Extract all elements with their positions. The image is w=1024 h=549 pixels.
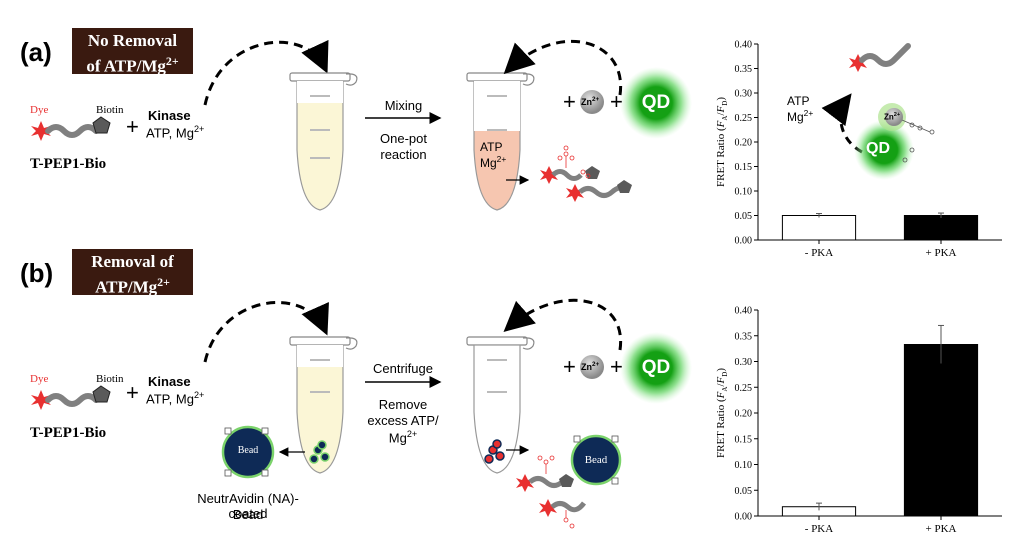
excess-label: excess ATP/ — [367, 413, 439, 428]
x-tick-label: + PKA — [926, 247, 957, 259]
peptide-chain — [45, 124, 99, 138]
banner-line2: of ATP/Mg2+ — [86, 54, 179, 76]
one-pot-label: One-pot — [380, 131, 427, 146]
zn-icon — [580, 90, 604, 114]
y-tick-label: 0.05 — [735, 211, 753, 222]
zn-label: Zn2+ — [581, 361, 600, 372]
bead-caption-2: Bead — [232, 507, 264, 522]
plus-sign: + — [126, 114, 139, 139]
y-tick-label: 0.30 — [735, 357, 753, 368]
bead-left — [221, 425, 275, 479]
curved-arrow — [203, 39, 329, 106]
panel-b-letter: (b) — [20, 258, 54, 288]
bead-label: Bead — [237, 445, 259, 456]
y-tick-label: 0.20 — [735, 138, 753, 149]
panel-a-letter: (a) — [20, 37, 52, 67]
return-arrow — [503, 39, 623, 96]
y-tick-label: 0.35 — [735, 64, 753, 75]
y-tick-label: 0.10 — [735, 187, 753, 198]
y-axis-label: FRET Ratio (FA/FD) — [715, 97, 729, 187]
peptide-b — [31, 385, 111, 410]
kinase-label: Kinase — [148, 374, 191, 389]
zn-icon — [580, 355, 604, 379]
mixing-label: Mixing — [384, 98, 423, 113]
plus-sign: + — [563, 89, 576, 114]
banner-line2: ATP/Mg2+ — [95, 275, 170, 297]
inset-atp-label: ATP — [787, 94, 810, 108]
banner-line1: Removal of — [91, 252, 174, 271]
kinase-label: Kinase — [148, 108, 191, 123]
inset-qd-label: QD — [866, 140, 890, 157]
plus-sign: + — [126, 380, 139, 405]
y-tick-label: 0.30 — [735, 89, 753, 100]
y-tick-label: 0.35 — [735, 331, 753, 342]
y-tick-label: 0.20 — [735, 409, 753, 420]
peptide-label: T-PEP1-Bio — [30, 156, 107, 172]
y-axis-label: FRET Ratio (FA/FD) — [715, 368, 729, 458]
y-tick-label: 0.25 — [735, 383, 753, 394]
bead-right — [516, 434, 622, 529]
x-tick-label: - PKA — [805, 523, 833, 535]
bar — [781, 215, 857, 241]
dye-star-icon — [31, 390, 51, 410]
remove-label: Remove — [378, 397, 428, 412]
chart-a: 0.00 0.05 0.10 0.15 0.20 0.25 0.30 0.35 0.40FRET… — [715, 40, 1002, 259]
tube-b1 — [289, 336, 358, 474]
inset-zn-label: Zn2+ — [884, 112, 901, 122]
chart-b: 0.00 0.05 0.10 0.15 0.20 0.25 0.30 0.35 0.40FRET… — [715, 306, 1002, 535]
bead-right-label: Bead — [584, 454, 608, 466]
panel-a-banner: No Removal of ATP/Mg2+ — [72, 28, 193, 76]
qd-glow-icon — [620, 67, 692, 139]
y-tick-label: 0.15 — [735, 162, 753, 173]
dye-label: Dye — [30, 373, 49, 385]
y-tick-label: 0.15 — [735, 434, 753, 445]
biotin-pentagon-icon — [92, 385, 111, 403]
tube-b2 — [466, 336, 535, 474]
mg-label: Mg2+ — [388, 429, 418, 446]
y-tick-label: 0.00 — [735, 236, 753, 247]
curved-arrow — [203, 301, 329, 363]
peptide-chain — [45, 393, 99, 407]
dye-star-icon — [31, 121, 51, 141]
peptide-label: T-PEP1-Bio — [30, 425, 107, 441]
reaction-label: reaction — [380, 147, 427, 162]
qd-glow-icon — [620, 332, 692, 404]
biotin-pentagon-icon — [92, 116, 111, 134]
y-tick-label: 0.40 — [735, 306, 753, 317]
y-tick-label: 0.10 — [735, 460, 753, 471]
inset-a — [821, 43, 935, 180]
x-tick-label: - PKA — [805, 247, 833, 259]
banner-line1: No Removal — [87, 31, 178, 50]
y-tick-label: 0.40 — [735, 40, 753, 51]
bar — [903, 344, 979, 517]
zn-label: Zn2+ — [581, 96, 600, 107]
tube-a2 — [466, 72, 535, 211]
tube-atp-label: ATP — [480, 140, 503, 154]
panel-b-banner: Removal of ATP/Mg2+ — [72, 249, 193, 297]
tube-mg-label: Mg2+ — [480, 154, 507, 170]
y-tick-label: 0.25 — [735, 113, 753, 124]
x-tick-label: + PKA — [926, 523, 957, 535]
peptide-a — [31, 116, 111, 141]
y-tick-label: 0.00 — [735, 512, 753, 523]
phospho-peptides-a — [506, 145, 632, 202]
bead-caption-1: NeutrAvidin (NA)-coated — [197, 491, 299, 521]
return-arrow — [503, 298, 623, 351]
inset-mg-label: Mg2+ — [787, 108, 814, 124]
dye-label: Dye — [30, 104, 49, 116]
qd-label: QD — [641, 357, 671, 378]
biotin-label: Biotin — [96, 373, 124, 385]
bar — [903, 215, 979, 241]
qd-label: QD — [641, 92, 671, 113]
y-tick-label: 0.05 — [735, 486, 753, 497]
centrifuge-label: Centrifuge — [373, 361, 433, 376]
plus-sign: + — [563, 354, 576, 379]
atp-mg-label: ATP, Mg2+ — [146, 124, 205, 141]
atp-mg-label: ATP, Mg2+ — [146, 390, 205, 407]
plus-sign: + — [610, 89, 623, 114]
plus-sign: + — [610, 354, 623, 379]
biotin-label: Biotin — [96, 104, 124, 116]
tube-a1 — [289, 72, 358, 211]
